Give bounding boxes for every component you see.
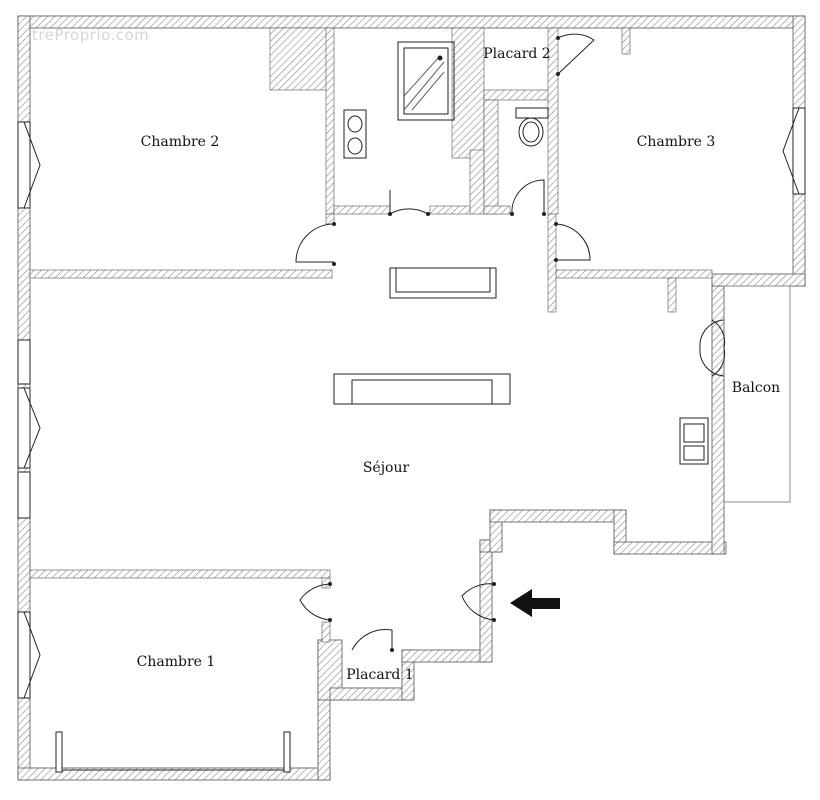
room-label-balcon: Balcon [732, 380, 780, 396]
double-sink-icon [343, 109, 367, 159]
entrance-arrow-icon [510, 589, 560, 617]
room-label-sejour: Séjour [363, 460, 410, 476]
stove-icon [679, 417, 709, 465]
interior-walls [29, 27, 713, 643]
windows [17, 107, 806, 699]
toilet-icon [515, 107, 549, 147]
room-label-placard2: Placard 2 [483, 46, 550, 62]
balcony-outline [724, 285, 791, 503]
room-label-placard1: Placard 1 [346, 667, 413, 683]
room-label-chambre3: Chambre 3 [637, 134, 716, 150]
room-label-chambre1: Chambre 1 [137, 654, 216, 670]
corridor-counter [389, 267, 497, 299]
door-hinges [328, 36, 560, 652]
doors [295, 33, 726, 651]
watermark: EtreProprio.com [22, 26, 150, 44]
fireplace-icon [333, 373, 511, 405]
room-label-chambre2: Chambre 2 [141, 134, 220, 150]
chambre1-bottom-window [55, 731, 291, 773]
shower-icon [397, 41, 455, 121]
